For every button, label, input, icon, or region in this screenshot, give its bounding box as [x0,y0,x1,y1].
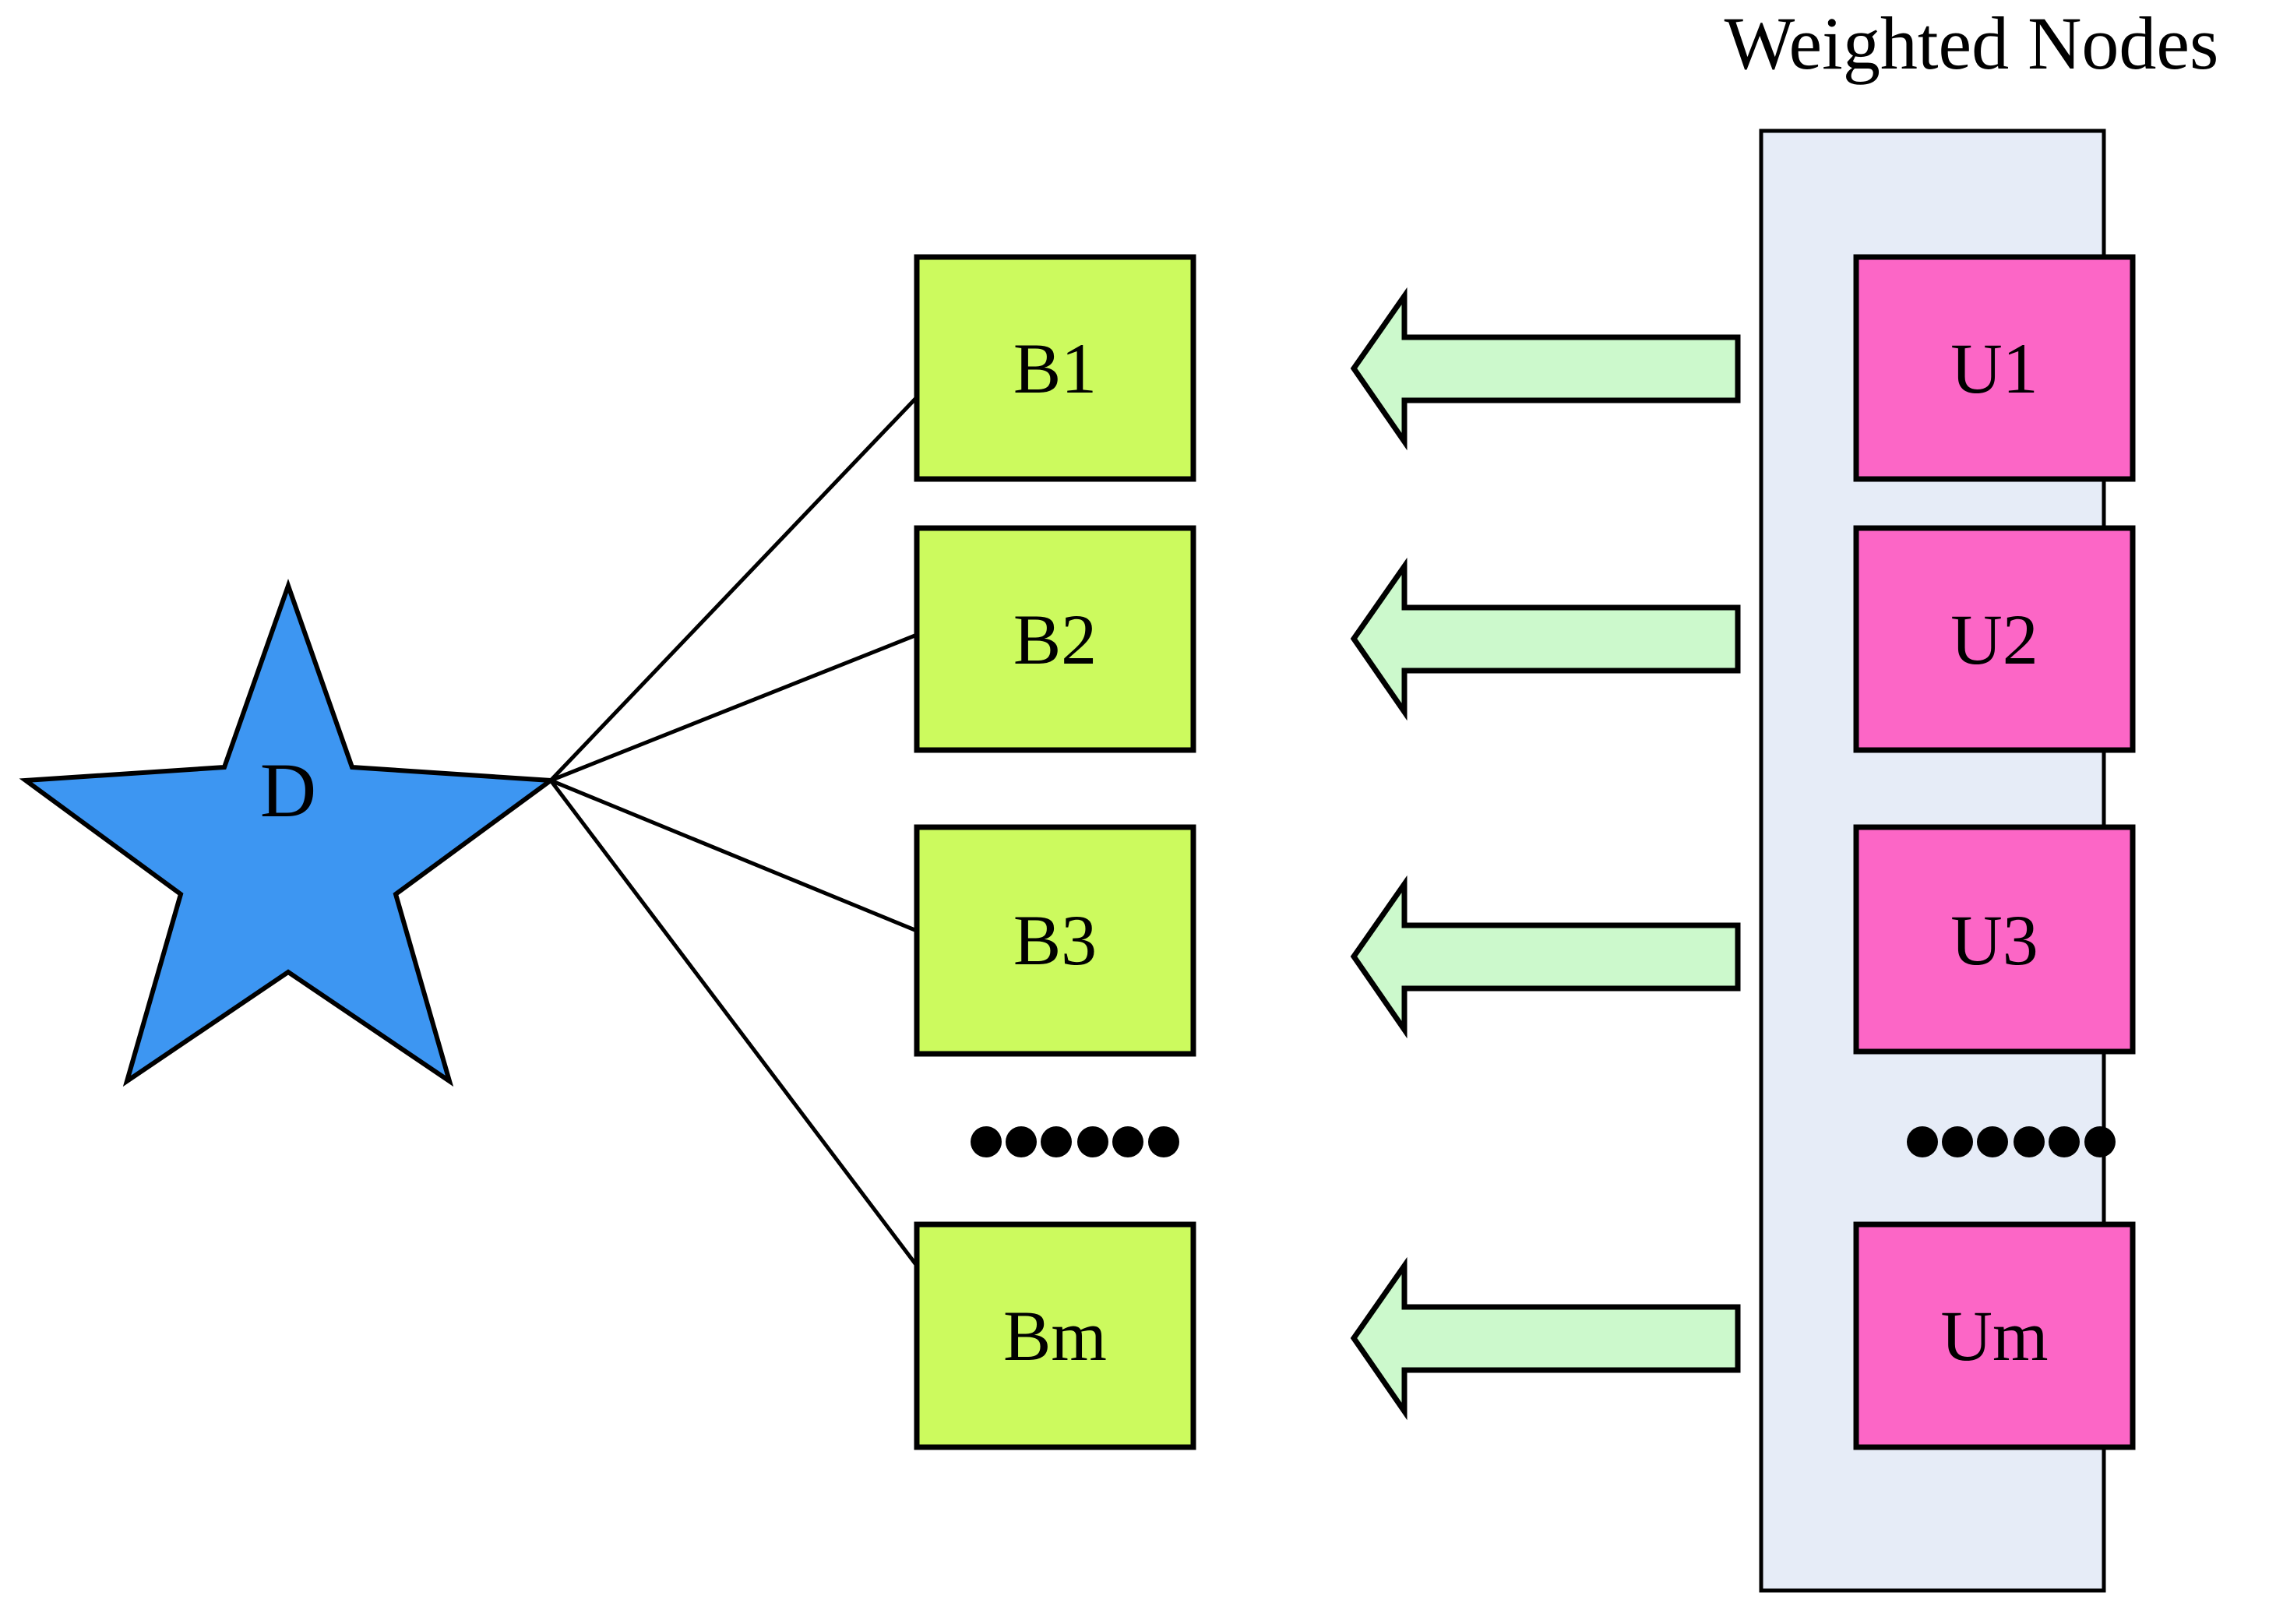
base-node-b3[interactable] [914,824,1196,1057]
base-node-b1[interactable] [914,254,1196,482]
edge-d-b1 [549,396,918,782]
base-ellipsis-dots [971,1126,1179,1157]
ellipsis-dot [971,1126,1002,1157]
weight-arrow-4[interactable] [1350,1256,1741,1421]
ellipsis-dot [1148,1126,1179,1157]
ellipsis-dot [1077,1126,1108,1157]
star-node-d[interactable] [19,578,558,1087]
edge-group [549,396,918,1267]
weighted-ellipsis-dots [1907,1126,2116,1157]
ellipsis-dot [2084,1126,2116,1157]
weight-arrow-1[interactable] [1350,287,1741,451]
edge-d-bm [549,779,918,1267]
arrow-group [1350,287,1741,1421]
weighted-node-u1[interactable] [1853,254,2136,482]
weight-arrow-2[interactable] [1350,557,1741,721]
weight-arrow-3[interactable] [1350,875,1741,1039]
base-node-bm[interactable] [914,1221,1196,1450]
ellipsis-dot [1112,1126,1143,1157]
ellipsis-dot [1041,1126,1072,1157]
ellipsis-dot [1977,1126,2008,1157]
edge-d-b2 [550,632,918,783]
ellipsis-dot [1006,1126,1037,1157]
ellipsis-dot [2049,1126,2080,1157]
ellipsis-dot [2014,1126,2045,1157]
weighted-node-um[interactable] [1853,1221,2136,1450]
edge-d-b3 [550,778,918,933]
base-node-b2[interactable] [914,525,1196,753]
ellipsis-dot [1907,1126,1938,1157]
weighted-node-u2[interactable] [1853,525,2136,753]
ellipsis-dot [1942,1126,1973,1157]
weighted-node-u3[interactable] [1853,824,2136,1055]
